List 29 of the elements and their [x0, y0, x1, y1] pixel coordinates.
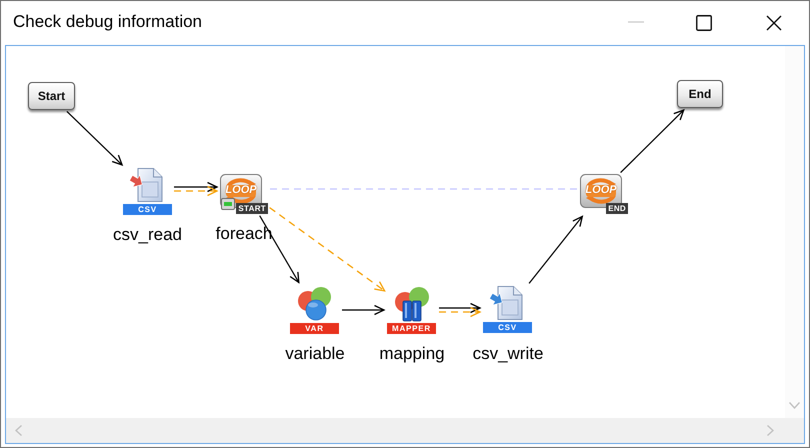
terminal-box: End [677, 80, 723, 108]
arrow [342, 304, 385, 316]
arrow [259, 215, 300, 284]
node-caption: foreach [216, 224, 272, 244]
node-caption: csv_write [472, 344, 544, 364]
type-tag: MAPPER [387, 323, 436, 334]
dashed-arrow [174, 186, 218, 196]
type-tag: START [236, 203, 268, 214]
dashed-line [270, 188, 577, 190]
arrow [528, 216, 583, 284]
node-caption: csv_read [113, 225, 182, 245]
variable-task-node [290, 285, 340, 334]
arrow [66, 110, 123, 166]
type-tag: CSV [483, 322, 532, 333]
arrow [620, 109, 684, 174]
window-title: Check debug information [13, 12, 202, 32]
file-task-node [123, 167, 172, 215]
type-tag: CSV [123, 204, 172, 215]
dashed-arrow [269, 207, 386, 292]
mapper-task-node [387, 285, 437, 334]
arrow [439, 302, 481, 314]
node-caption: variable [285, 344, 345, 364]
arrow [174, 182, 218, 192]
type-tag: END [606, 203, 628, 214]
type-tag: VAR [290, 323, 339, 334]
dashed-arrow [439, 306, 481, 318]
file-task-node [483, 285, 533, 334]
node-caption: mapping [379, 344, 445, 364]
terminal-box: Start [28, 82, 75, 110]
